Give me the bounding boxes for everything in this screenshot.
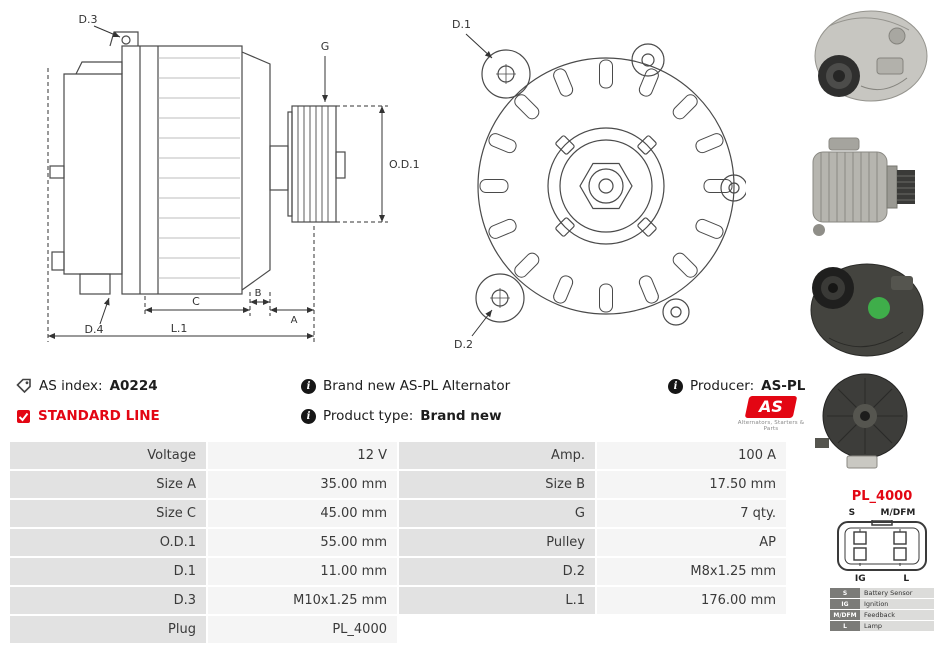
legend-key: S <box>830 588 860 598</box>
spec-label: O.D.1 <box>10 529 206 556</box>
alternator-photo-side <box>812 137 915 236</box>
spec-value: M10x1.25 mm <box>208 587 397 614</box>
spec-label: Voltage <box>10 442 206 469</box>
alternator-front-view-drawing: D.1 D.2 <box>452 18 746 351</box>
plug-legend: S Battery Sensor IG Ignition M/DFM Feedb… <box>830 588 934 632</box>
brand-new-item: i Brand new AS-PL Alternator <box>301 376 510 396</box>
table-row: Size A 35.00 mm Size B 17.50 mm <box>10 471 786 498</box>
producer-label: Producer: <box>690 378 755 394</box>
dim-label-d3: D.3 <box>79 13 98 26</box>
product-type-item: i Product type: Brand new <box>301 406 502 426</box>
pin-label-s: S <box>848 508 856 518</box>
legend-row: IG Ignition <box>830 599 934 609</box>
spec-value: 7 qty. <box>597 500 786 527</box>
brand-new-text: Brand new AS-PL Alternator <box>323 378 511 394</box>
pin-label-mdfm: M/DFM <box>880 508 916 518</box>
as-pl-logo-mark: AS <box>744 396 798 418</box>
dim-label-l1: L.1 <box>171 322 188 335</box>
spec-value: 11.00 mm <box>208 558 397 585</box>
product-photo-1 <box>799 6 933 108</box>
producer-value: AS-PL <box>761 378 806 394</box>
as-pl-logo-tagline: Alternators, Starters & Parts <box>737 420 805 432</box>
dim-label-od1: O.D.1 <box>389 158 420 171</box>
table-row: O.D.1 55.00 mm Pulley AP <box>10 529 786 556</box>
plug-connector-diagram <box>837 520 927 571</box>
legend-row: L Lamp <box>830 621 934 631</box>
spec-label: D.2 <box>399 558 595 585</box>
alternator-photo-angled <box>810 263 924 357</box>
alternator-photo-rear <box>815 373 908 469</box>
spec-label: Size A <box>10 471 206 498</box>
standard-line-text: STANDARD LINE <box>38 408 160 424</box>
plug-pin-labels-bottom: IG L <box>836 574 928 584</box>
dim-label-a: A <box>291 315 298 326</box>
spec-label: Pulley <box>399 529 595 556</box>
plug-title: PL_4000 <box>851 489 913 504</box>
spec-value: PL_4000 <box>208 616 397 643</box>
table-row: D.1 11.00 mm D.2 M8x1.25 mm <box>10 558 786 585</box>
legend-desc: Feedback <box>860 610 934 620</box>
product-type-value: Brand new <box>420 408 502 424</box>
spec-value: 55.00 mm <box>208 529 397 556</box>
legend-desc: Battery Sensor <box>860 588 934 598</box>
dim-label-b: B <box>255 288 262 299</box>
as-index-label: AS index: <box>39 378 103 394</box>
legend-row: S Battery Sensor <box>830 588 934 598</box>
spec-value: 100 A <box>597 442 786 469</box>
legend-key: IG <box>830 599 860 609</box>
info-icon: i <box>301 408 316 424</box>
info-icon: i <box>301 378 316 394</box>
dim-label-g: G <box>321 40 330 53</box>
spec-label: Amp. <box>399 442 595 469</box>
spec-label: Plug <box>10 616 206 643</box>
spec-label: L.1 <box>399 587 595 614</box>
tag-icon <box>16 378 31 394</box>
spec-label: Size C <box>10 500 206 527</box>
spec-label: D.3 <box>10 587 206 614</box>
table-row: Plug PL_4000 <box>10 616 786 643</box>
spec-value: AP <box>597 529 786 556</box>
spec-label: Size B <box>399 471 595 498</box>
spec-value: 17.50 mm <box>597 471 786 498</box>
product-photo-4 <box>799 368 933 472</box>
product-photo-3 <box>799 252 933 364</box>
table-row: Voltage 12 V Amp. 100 A <box>10 442 786 469</box>
as-index-item: AS index: A0224 <box>16 376 158 396</box>
checkbox-icon <box>17 409 30 423</box>
spec-label: G <box>399 500 595 527</box>
as-pl-logo: AS Alternators, Starters & Parts <box>736 396 806 432</box>
info-icon: i <box>668 378 683 394</box>
spec-value: 35.00 mm <box>208 471 397 498</box>
pin-label-ig: IG <box>854 574 866 584</box>
table-row: D.3 M10x1.25 mm L.1 176.00 mm <box>10 587 786 614</box>
spec-value: 45.00 mm <box>208 500 397 527</box>
pin-label-l: L <box>903 574 910 584</box>
dim-label-d4: D.4 <box>85 323 104 336</box>
product-type-label: Product type: <box>323 408 414 424</box>
spec-value: 176.00 mm <box>597 587 786 614</box>
spec-table: Voltage 12 V Amp. 100 A Size A 35.00 mm … <box>10 442 786 645</box>
as-index-value: A0224 <box>109 378 158 394</box>
alternator-side-view-drawing: D.3 G O.D.1 D.4 C B A L.1 <box>47 13 420 342</box>
spec-label: D.1 <box>10 558 206 585</box>
legend-desc: Lamp <box>860 621 934 631</box>
dim-label-d1: D.1 <box>452 18 471 31</box>
legend-key: L <box>830 621 860 631</box>
standard-line-item: STANDARD LINE <box>16 406 160 426</box>
legend-row: M/DFM Feedback <box>830 610 934 620</box>
legend-key: M/DFM <box>830 610 860 620</box>
legend-desc: Ignition <box>860 599 934 609</box>
table-row: Size C 45.00 mm G 7 qty. <box>10 500 786 527</box>
producer-item: i Producer: AS-PL <box>668 376 805 396</box>
dim-label-c: C <box>192 295 200 308</box>
plug-pin-labels-top: S M/DFM <box>836 508 928 518</box>
dim-label-d2: D.2 <box>454 338 473 351</box>
product-photo-2 <box>799 130 933 246</box>
spec-value: M8x1.25 mm <box>597 558 786 585</box>
spec-value: 12 V <box>208 442 397 469</box>
alternator-photo-front <box>814 10 928 102</box>
